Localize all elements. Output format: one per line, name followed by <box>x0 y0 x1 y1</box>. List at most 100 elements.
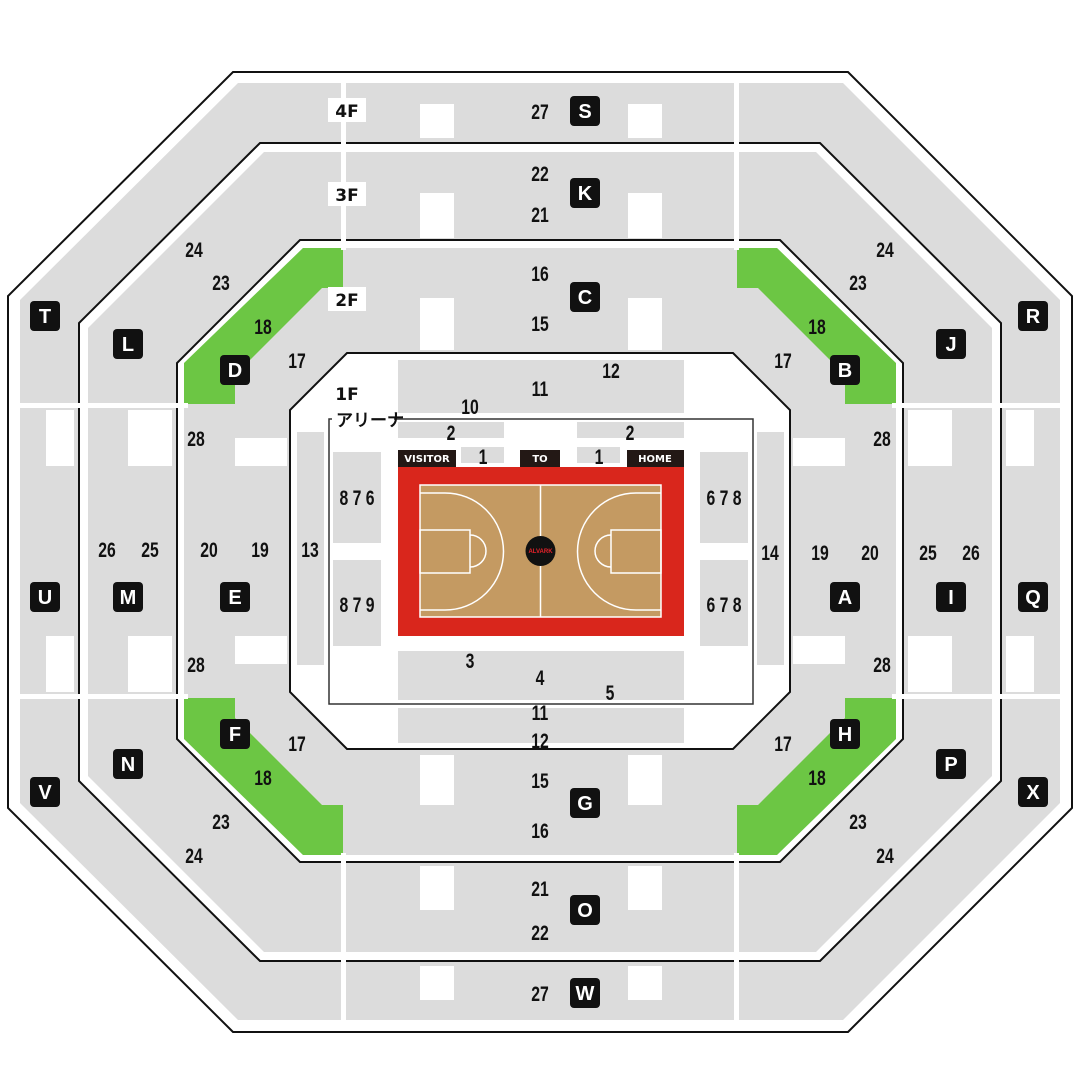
badge-letter: S <box>578 101 591 123</box>
badge-letter: W <box>576 983 595 1005</box>
row-number: 3 <box>466 649 475 673</box>
badge-box <box>113 329 143 359</box>
row-number: 11 <box>532 701 549 725</box>
badge-box <box>570 978 600 1008</box>
row-number: 22 <box>531 921 549 945</box>
row-number: 23 <box>212 271 230 295</box>
badge-box <box>570 96 600 126</box>
badge-letter: A <box>838 587 852 609</box>
badge-box <box>570 788 600 818</box>
row-number: 18 <box>254 766 272 790</box>
row-number: 26 <box>98 538 116 562</box>
badge-letter: D <box>228 360 242 382</box>
section-badge-h[interactable]: H <box>830 719 860 749</box>
floor-label-4f: 4F <box>335 102 358 122</box>
section-badge-a[interactable]: A <box>830 582 860 612</box>
row-number: 24 <box>876 844 894 868</box>
section-badge-i[interactable]: I <box>936 582 966 612</box>
badge-box <box>30 301 60 331</box>
section-badge-m[interactable]: M <box>113 582 143 612</box>
badge-letter: M <box>120 587 137 609</box>
row-number: 19 <box>811 541 829 565</box>
row-number: 8 7 6 <box>339 486 374 510</box>
row-number: 23 <box>212 810 230 834</box>
section-badge-d[interactable]: D <box>220 355 250 385</box>
row-number: 23 <box>849 810 867 834</box>
badge-box <box>30 777 60 807</box>
row-number: 17 <box>288 732 306 756</box>
badge-box <box>1018 582 1048 612</box>
badge-letter: Q <box>1025 587 1041 609</box>
badge-letter: O <box>577 900 593 922</box>
section-badge-x[interactable]: X <box>1018 777 1048 807</box>
row-number: 22 <box>531 162 549 186</box>
row-number: 12 <box>602 359 620 383</box>
row-number: 2 <box>626 421 635 445</box>
badge-box <box>830 582 860 612</box>
badge-letter: J <box>945 334 956 356</box>
visitor-bench <box>398 450 456 467</box>
section-dividers <box>18 80 1062 1023</box>
section-badge-j[interactable]: J <box>936 329 966 359</box>
row-number: 20 <box>861 541 879 565</box>
badge-letter: T <box>39 306 51 328</box>
badge-letter: B <box>838 360 852 382</box>
badge-letter: G <box>577 793 593 815</box>
row-number: 1 <box>595 445 604 469</box>
section-badge-o[interactable]: O <box>570 895 600 925</box>
badge-letter: K <box>578 183 593 205</box>
section-badge-w[interactable]: W <box>570 978 600 1008</box>
badge-box <box>220 355 250 385</box>
section-badge-s[interactable]: S <box>570 96 600 126</box>
row-number: 16 <box>531 819 549 843</box>
row-number: 5 <box>606 681 615 705</box>
badge-letter: C <box>578 287 592 309</box>
row-number: 1 <box>479 445 488 469</box>
badge-letter: L <box>122 334 134 356</box>
row-number: 25 <box>919 541 937 565</box>
badge-box <box>936 329 966 359</box>
home-label: HOME <box>638 454 672 465</box>
row-number: 24 <box>876 238 894 262</box>
row-number: 11 <box>532 377 549 401</box>
badge-letter: X <box>1026 782 1040 804</box>
section-badge-g[interactable]: G <box>570 788 600 818</box>
section-badge-v[interactable]: V <box>30 777 60 807</box>
section-badge-q[interactable]: Q <box>1018 582 1048 612</box>
home-bench <box>627 450 684 467</box>
section-badge-l[interactable]: L <box>113 329 143 359</box>
badge-box <box>570 895 600 925</box>
badge-letter: E <box>228 587 241 609</box>
row-number: 25 <box>141 538 159 562</box>
section-badge-p[interactable]: P <box>936 749 966 779</box>
row-number: 28 <box>873 653 891 677</box>
section-badge-f[interactable]: F <box>220 719 250 749</box>
badge-box <box>570 282 600 312</box>
section-badge-r[interactable]: R <box>1018 301 1048 331</box>
badge-letter: P <box>944 754 957 776</box>
floor-label-2f: 2F <box>335 291 358 311</box>
badge-letter: H <box>838 724 852 746</box>
row-number: 26 <box>962 541 980 565</box>
row-number: 18 <box>808 766 826 790</box>
team-logo-icon <box>525 536 556 566</box>
section-badge-c[interactable]: C <box>570 282 600 312</box>
floor-1f-seats[interactable] <box>297 360 784 743</box>
section-badge-u[interactable]: U <box>30 582 60 612</box>
section-badge-e[interactable]: E <box>220 582 250 612</box>
section-badge-k[interactable]: K <box>570 178 600 208</box>
section-badge-t[interactable]: T <box>30 301 60 331</box>
section-badge-b[interactable]: B <box>830 355 860 385</box>
team-logo-text: ALVARK <box>528 549 553 555</box>
row-number: 8 7 9 <box>339 593 374 617</box>
row-number: 13 <box>301 538 319 562</box>
row-number: 17 <box>774 349 792 373</box>
row-number: 2 <box>447 421 456 445</box>
row-number: 28 <box>187 653 205 677</box>
row-number: 28 <box>187 427 205 451</box>
badge-box <box>570 178 600 208</box>
section-badge-n[interactable]: N <box>113 749 143 779</box>
floor-label-3f: 3F <box>335 186 358 206</box>
table-officials <box>520 450 560 467</box>
